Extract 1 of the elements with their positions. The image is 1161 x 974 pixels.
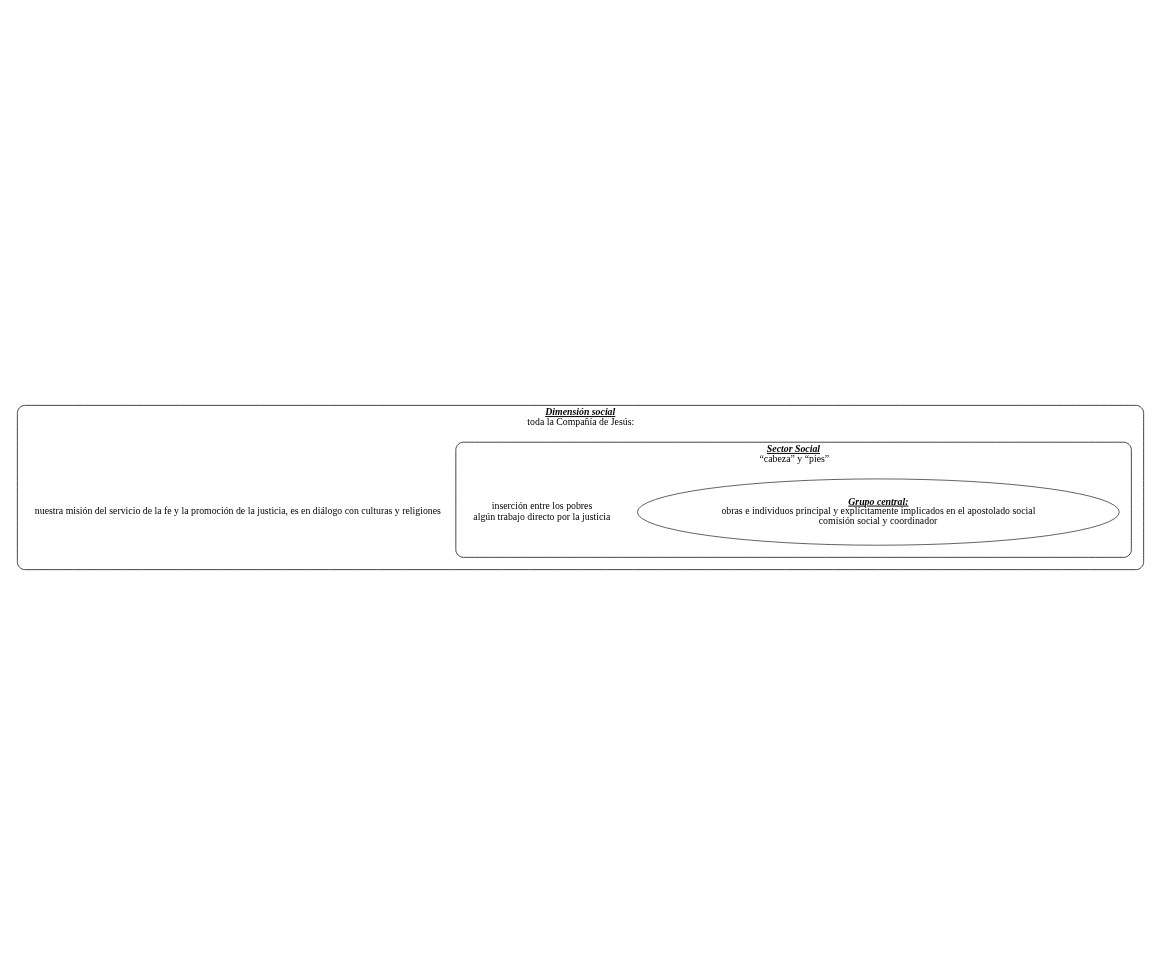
node-ellipse: Grupo central: obras e individuos principal y explícitamente implicados en el apostolado social comisión social y coordinador [637, 478, 1120, 545]
